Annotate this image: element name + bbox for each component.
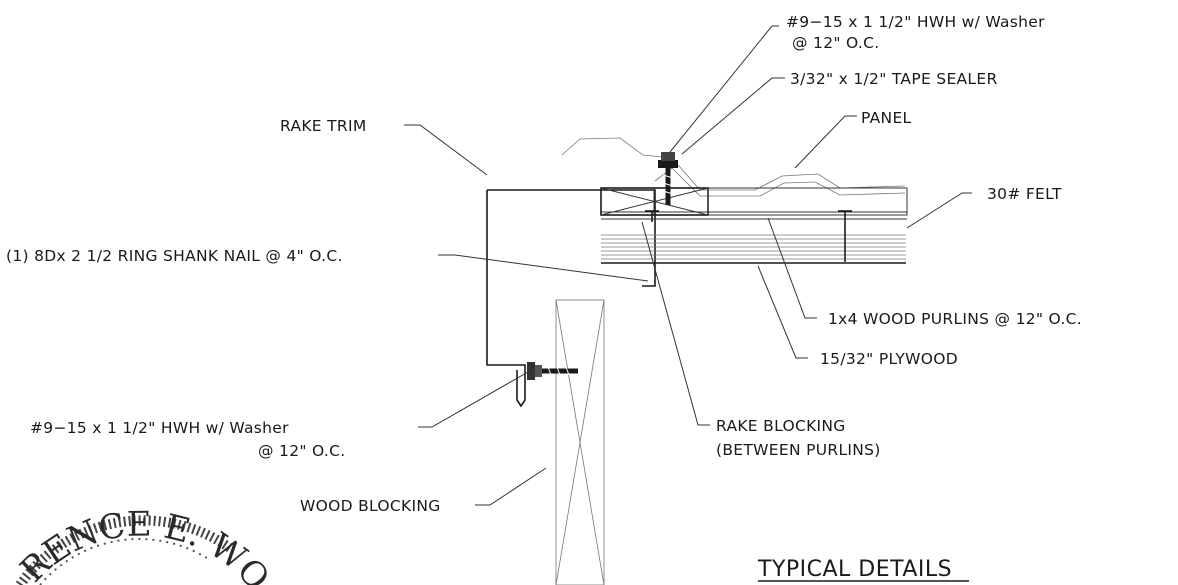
side-trim-hook bbox=[516, 370, 526, 408]
label-wood-blocking: WOOD BLOCKING bbox=[300, 497, 441, 515]
label-nail: (1) 8Dx 2 1/2 RING SHANK NAIL @ 4" O.C. bbox=[6, 247, 343, 265]
leader-nail bbox=[438, 254, 649, 282]
label-tape-sealer: 3/32" x 1/2" TAPE SEALER bbox=[790, 70, 998, 88]
side-screw bbox=[527, 362, 578, 380]
seal-text: RENCE E. WO bbox=[13, 504, 277, 585]
leader-rake-trim bbox=[404, 124, 488, 176]
leader-rake-blocking bbox=[641, 221, 710, 426]
label-rake-blocking-2: (BETWEEN PURLINS) bbox=[716, 441, 881, 459]
leader-purlins bbox=[767, 217, 817, 319]
engineer-seal: RENCE E. WO bbox=[13, 504, 277, 585]
label-felt: 30# FELT bbox=[987, 185, 1062, 203]
label-panel: PANEL bbox=[861, 109, 912, 127]
top-screw bbox=[658, 152, 678, 205]
plywood-layers bbox=[601, 234, 906, 264]
wood-blocking-rect bbox=[555, 299, 605, 585]
rake-trim-outline bbox=[486, 189, 656, 385]
panel-profile bbox=[561, 137, 906, 191]
leader-plywood bbox=[757, 265, 808, 359]
wood-blocking-x-2 bbox=[555, 299, 605, 585]
label-purlins: 1x4 WOOD PURLINS @ 12" O.C. bbox=[828, 310, 1082, 328]
leader-tape-sealer bbox=[681, 77, 785, 155]
leader-felt bbox=[906, 192, 972, 229]
panel-profile-underside bbox=[654, 167, 906, 197]
leader-wood-blocking bbox=[475, 467, 547, 506]
label-screw-top-1: #9−15 x 1 1/2" HWH w/ Washer bbox=[786, 13, 1045, 31]
label-screw-side-1: #9−15 x 1 1/2" HWH w/ Washer bbox=[30, 419, 289, 437]
label-screw-top-2: @ 12" O.C. bbox=[792, 34, 879, 52]
leader-screw-top bbox=[669, 25, 779, 153]
label-plywood: 15/32" PLYWOOD bbox=[820, 350, 958, 368]
leader-panel bbox=[794, 115, 857, 169]
leader-screw-side bbox=[418, 371, 529, 428]
label-screw-side-2: @ 12" O.C. bbox=[258, 442, 345, 460]
purlin-continuation bbox=[707, 187, 908, 216]
detail-title: TYPICAL DETAILS bbox=[757, 557, 952, 582]
label-rake-blocking-1: RAKE BLOCKING bbox=[716, 417, 846, 435]
label-rake-trim: RAKE TRIM bbox=[280, 117, 367, 135]
